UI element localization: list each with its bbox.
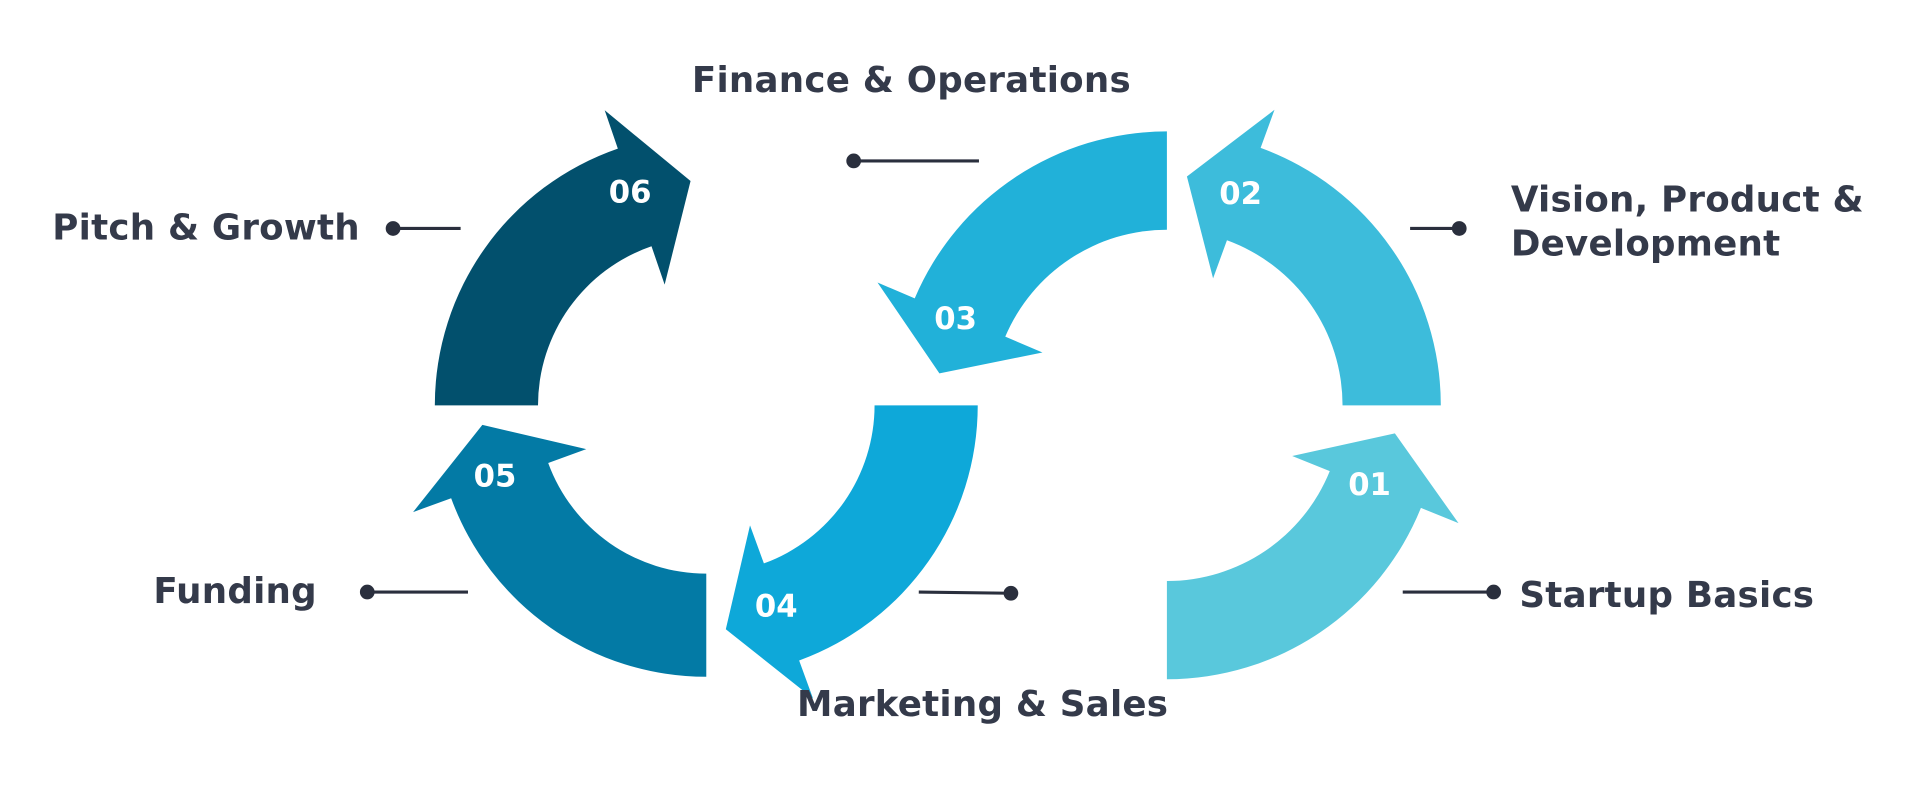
arrow-step-01: [1166, 433, 1459, 680]
connector-funding: [359, 584, 468, 600]
step-number-04: 04: [755, 590, 798, 625]
step-number-06: 06: [609, 176, 652, 211]
connector-startup: [1402, 584, 1501, 600]
step-number-02: 02: [1219, 177, 1262, 212]
step-number-01: 01: [1348, 468, 1391, 503]
arrow-step-04: [725, 405, 978, 699]
connector-pitch: [385, 221, 461, 236]
label-funding: Funding: [153, 571, 317, 612]
connector-vision: [1410, 221, 1467, 236]
arrow-step-06: [434, 110, 691, 406]
label-finance-operations: Finance & Operations: [692, 60, 1131, 101]
label-pitch-growth: Pitch & Growth: [52, 208, 360, 249]
arrow-step-05: [413, 424, 707, 677]
connector-marketing: [918, 585, 1019, 601]
arrow-step-02: [1186, 109, 1441, 406]
arrow-step-03: [877, 131, 1167, 374]
label-vision-line2: Development: [1511, 223, 1781, 264]
label-startup-basics: Startup Basics: [1519, 575, 1814, 616]
step-number-03: 03: [934, 302, 977, 337]
label-vision-line1: Vision, Product &: [1511, 179, 1864, 220]
label-marketing-sales: Marketing & Sales: [797, 684, 1168, 725]
connector-finance: [846, 153, 979, 169]
step-number-05: 05: [474, 459, 517, 494]
